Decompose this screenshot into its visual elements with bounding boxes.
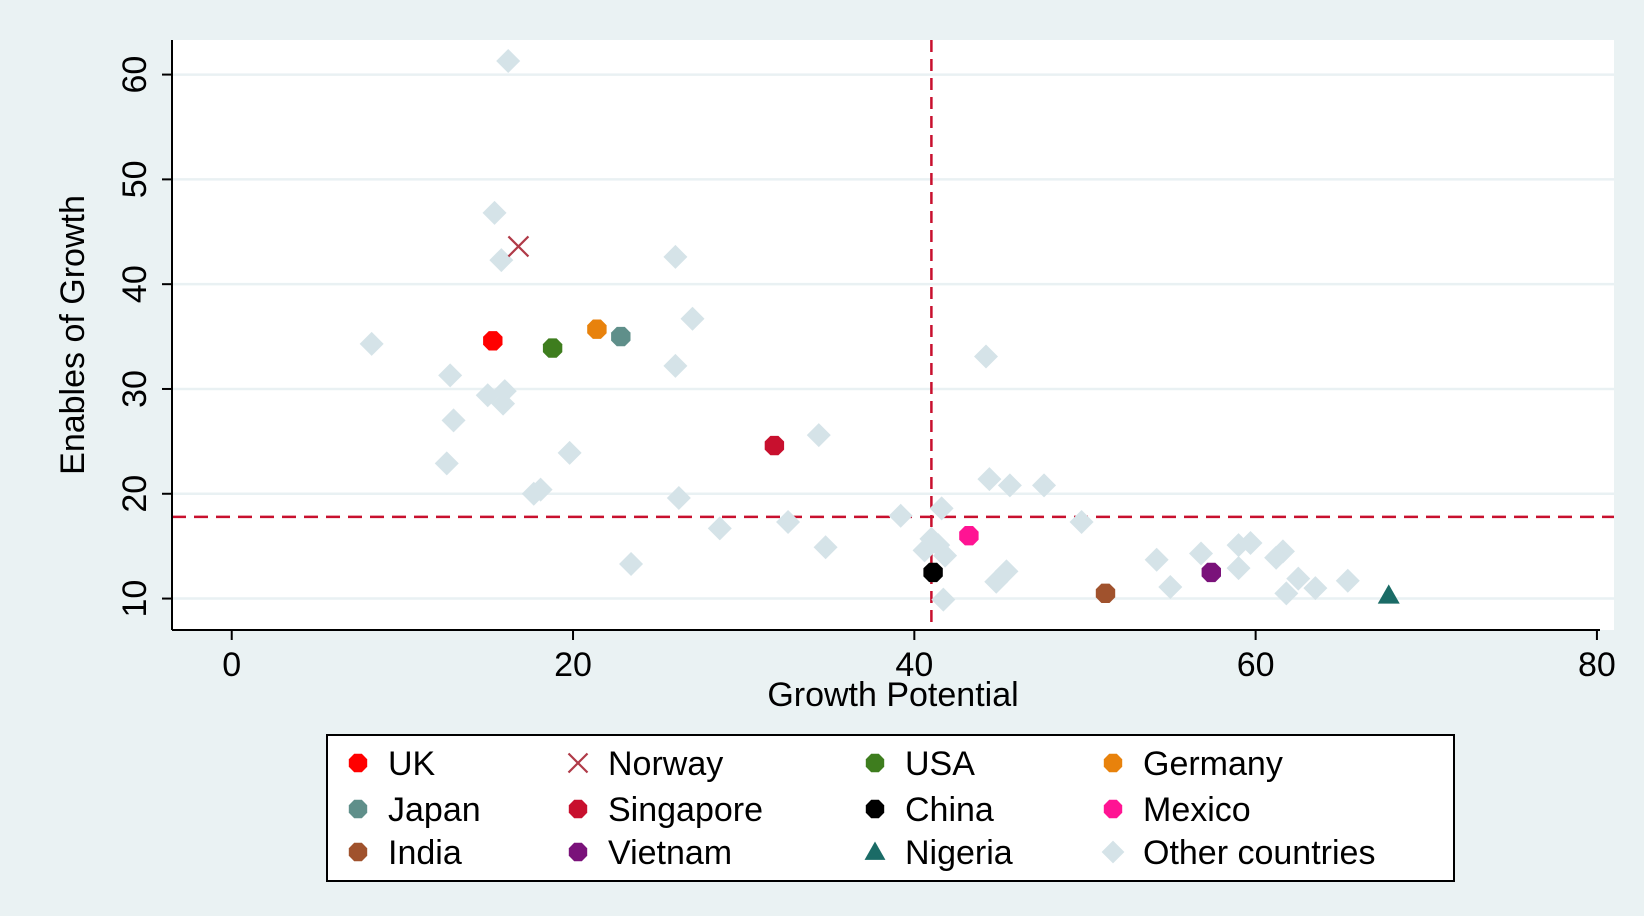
- other-country-point-13: [806, 423, 831, 448]
- other-country-point-37: [1158, 575, 1183, 600]
- legend-label-singapore: Singapore: [608, 791, 763, 829]
- legend-marker-china: [865, 799, 885, 819]
- other-country-point-38: [1189, 541, 1214, 566]
- legend-marker-singapore: [568, 799, 588, 819]
- other-country-point-35: [931, 587, 956, 612]
- legend-marker-germany: [1103, 753, 1123, 773]
- legend-label-china: China: [905, 791, 994, 829]
- legend-marker-japan: [348, 799, 368, 819]
- highlighted-points: [483, 235, 1400, 604]
- x-axis-title: Growth Potential: [767, 676, 1018, 714]
- legend-label-uk: UK: [388, 745, 436, 783]
- point-nigeria: [1377, 584, 1400, 604]
- y-tick-label-40: 40: [116, 265, 154, 303]
- point-norway: [507, 235, 530, 258]
- other-country-point-27: [813, 535, 838, 560]
- legend-marker-uk: [348, 753, 368, 773]
- axes: [171, 40, 1600, 631]
- legend-label-germany: Germany: [1143, 745, 1283, 783]
- other-country-point-6: [438, 363, 463, 388]
- y-axis-title: Enables of Growth: [54, 195, 92, 475]
- other-country-point-24: [1069, 510, 1094, 535]
- other-country-point-26: [776, 510, 801, 535]
- other-country-point-16: [977, 467, 1002, 492]
- other-country-point-12: [441, 408, 466, 433]
- other-country-point-39: [1226, 556, 1251, 581]
- other-country-point-5: [359, 331, 384, 356]
- legend-label-usa: USA: [905, 745, 975, 783]
- other-country-point-4: [680, 306, 705, 331]
- point-usa: [542, 338, 563, 358]
- point-mexico: [959, 526, 979, 546]
- other-country-point-3: [663, 244, 688, 269]
- point-uk: [483, 331, 503, 351]
- other-country-point-32: [619, 551, 644, 576]
- y-tick-label-20: 20: [116, 475, 154, 513]
- point-china: [923, 562, 943, 583]
- other-country-point-22: [888, 503, 913, 528]
- other-country-point-30: [912, 538, 937, 563]
- point-singapore: [764, 435, 785, 456]
- other-country-point-15: [434, 451, 459, 476]
- legend-marker-other-countries: [1101, 840, 1125, 864]
- other-country-point-41: [1238, 531, 1263, 556]
- legend-label-japan: Japan: [388, 791, 481, 829]
- other-country-point-0: [496, 48, 521, 73]
- other-countries-points: [359, 48, 1360, 612]
- other-country-point-31: [933, 543, 958, 568]
- point-india: [1095, 583, 1116, 603]
- other-country-point-8: [974, 344, 999, 369]
- legend-marker-india: [348, 842, 368, 862]
- other-country-point-36: [1144, 547, 1169, 572]
- point-vietnam: [1201, 562, 1221, 583]
- legend-label-mexico: Mexico: [1143, 791, 1251, 829]
- legend-label-vietnam: Vietnam: [608, 834, 732, 872]
- other-country-point-11: [491, 391, 516, 416]
- point-germany: [587, 319, 607, 339]
- x-tick-label-80: 80: [1578, 646, 1616, 684]
- x-tick-label-0: 0: [222, 646, 241, 684]
- other-country-point-45: [1286, 566, 1311, 591]
- y-tick-label-60: 60: [116, 56, 154, 94]
- y-tick-label-30: 30: [116, 370, 154, 408]
- other-country-point-7: [663, 353, 688, 378]
- x-tick-label-20: 20: [554, 646, 592, 684]
- legend-marker-vietnam: [568, 842, 588, 862]
- plot-area: [172, 40, 1614, 630]
- other-country-point-21: [666, 485, 691, 510]
- other-country-point-23: [929, 496, 954, 521]
- legend-marker-norway: [567, 752, 589, 774]
- y-tick-label-50: 50: [116, 160, 154, 198]
- x-tick-label-60: 60: [1237, 646, 1275, 684]
- legend-label-norway: Norway: [608, 745, 723, 783]
- legend-box: [326, 734, 1455, 882]
- other-country-point-18: [1032, 473, 1057, 498]
- other-country-point-25: [707, 516, 732, 541]
- legend-marker-usa: [865, 753, 885, 773]
- legend-marker-mexico: [1103, 799, 1123, 819]
- other-country-point-17: [997, 473, 1022, 498]
- other-country-point-47: [1335, 568, 1360, 593]
- other-country-point-34: [994, 559, 1019, 584]
- reference-lines: [172, 40, 1614, 630]
- other-country-point-46: [1303, 576, 1328, 601]
- other-country-point-43: [1264, 545, 1289, 570]
- other-country-point-1: [482, 200, 507, 225]
- legend-label-india: India: [388, 834, 462, 872]
- grid-lines: [172, 73, 1614, 600]
- legend-marker-nigeria: [864, 841, 886, 860]
- point-japan: [611, 326, 631, 347]
- other-country-point-14: [557, 440, 582, 465]
- other-country-point-2: [489, 248, 514, 273]
- other-country-point-20: [528, 477, 553, 502]
- legend-label-other-countries: Other countries: [1143, 834, 1375, 872]
- legend-label-nigeria: Nigeria: [905, 834, 1013, 872]
- y-tick-label-10: 10: [116, 580, 154, 618]
- x-tick-label-40: 40: [895, 646, 933, 684]
- other-country-point-44: [1274, 581, 1299, 606]
- axis-ticks: 0 20 40 60 80 10 20 30 40 50 60: [116, 56, 1616, 684]
